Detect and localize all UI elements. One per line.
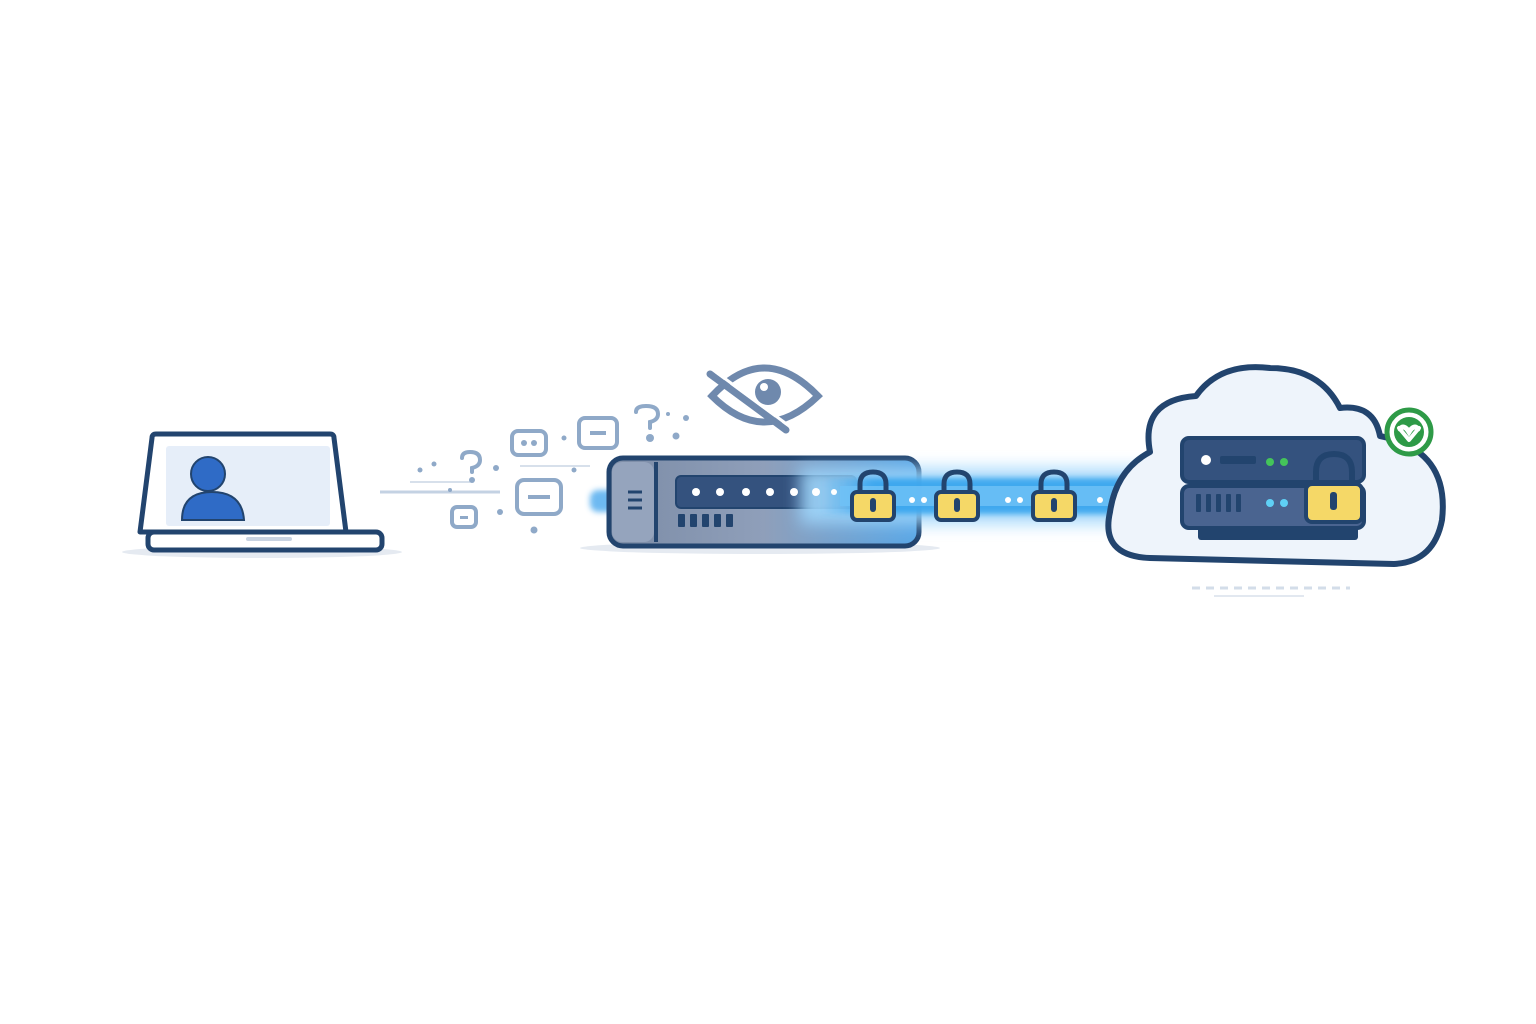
data-packets bbox=[380, 403, 689, 534]
packet-icon bbox=[577, 416, 619, 450]
check-badge-icon bbox=[1384, 407, 1434, 457]
laptop-user-icon bbox=[122, 431, 402, 558]
cloud-server-icon bbox=[1105, 364, 1446, 597]
tunnel-data-dots bbox=[692, 488, 1103, 503]
lock-icon bbox=[850, 469, 896, 522]
server-lock-icon bbox=[1304, 450, 1364, 524]
lock-icon bbox=[1031, 469, 1077, 522]
vent-icon bbox=[628, 490, 642, 510]
port-row bbox=[678, 514, 733, 527]
packet-icon bbox=[510, 429, 548, 457]
user-avatar-icon bbox=[180, 456, 246, 521]
question-packet-icon bbox=[460, 449, 483, 474]
eye-slash-icon bbox=[706, 364, 823, 434]
question-packet-icon bbox=[634, 403, 661, 430]
packet-icon bbox=[450, 505, 478, 529]
lock-icon bbox=[934, 469, 980, 522]
packet-icon bbox=[515, 478, 563, 516]
